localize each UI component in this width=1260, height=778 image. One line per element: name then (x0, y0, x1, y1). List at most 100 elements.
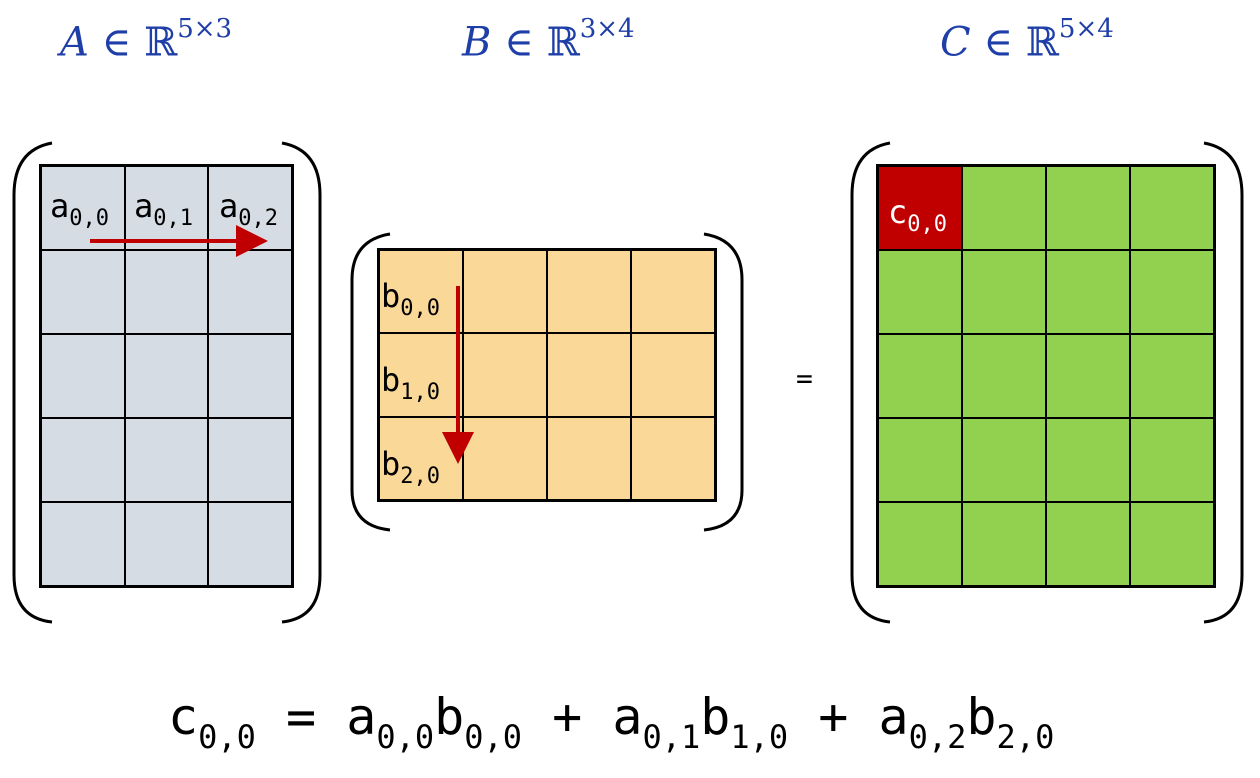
label-a-0-1: a0,1 (134, 187, 193, 230)
term-1-a-base: a (346, 688, 377, 746)
matrix-b-cell-0-1 (463, 250, 547, 334)
matrix-a-cell-1-0 (41, 250, 125, 334)
equals-sign: = (796, 362, 813, 395)
matrix-c-title: C ∈ ℝ5×4 (940, 14, 1114, 66)
matrix-b-cell-0-3 (631, 250, 715, 334)
label-b-2-0-sub: 2,0 (400, 464, 441, 489)
matrix-a-cell-3-0 (41, 418, 125, 502)
matrix-c-cell-3-0 (878, 418, 962, 502)
matrix-b-name: B (462, 19, 492, 66)
matrix-c-cell-0-3 (1130, 166, 1214, 250)
matrix-c-cell-0-2 (1046, 166, 1130, 250)
label-b-1-0: b1,0 (381, 361, 440, 404)
matrix-b-cell-1-0 (379, 333, 463, 417)
term-2-a-sub: 0,1 (642, 718, 701, 756)
matrix-b-right-bracket (703, 232, 744, 532)
term-2-b-base: b (700, 688, 731, 746)
matrix-b-cell-0-2 (547, 250, 631, 334)
matrix-a-cell-4-0 (41, 502, 125, 586)
formula-term-1: a0,0b0,0 (346, 688, 522, 756)
label-b-0-0-sub: 0,0 (400, 296, 441, 321)
matrix-b-field: ℝ (546, 19, 580, 66)
matrix-a-field: ℝ (143, 19, 178, 66)
formula-lhs-sub: 0,0 (198, 718, 256, 756)
matrix-a-cell-3-2 (208, 418, 292, 502)
term-3-a-base: a (878, 688, 909, 746)
matrix-a-cell-1-1 (124, 250, 209, 334)
term-3-a-sub: 0,2 (908, 718, 967, 756)
matrix-b-title: B ∈ ℝ3×4 (462, 14, 635, 66)
label-a-0-1-base: a (134, 187, 154, 225)
matrix-a-cell-2-0 (41, 334, 125, 418)
matrix-b-cell-2-1 (463, 416, 547, 500)
matrix-a-title: A ∈ ℝ5×3 (60, 14, 232, 66)
matrix-c-name: C (940, 19, 971, 66)
matrix-b-dims: 3×4 (579, 14, 635, 44)
label-a-0-2-sub: 0,2 (238, 206, 279, 231)
matrix-c-grid (876, 164, 1216, 588)
matrix-a-left-bracket (12, 141, 53, 624)
matrix-a-cell-2-2 (208, 334, 292, 418)
matrix-c-cell-4-3 (1130, 502, 1214, 586)
matrix-a-cell-0-0 (41, 166, 125, 250)
matrix-a-grid (39, 164, 294, 588)
formula-term-3: a0,2b2,0 (878, 688, 1055, 756)
label-a-0-1-sub: 0,1 (153, 206, 194, 231)
matrix-c-cell-3-3 (1130, 418, 1214, 502)
formula-plus-2: + (818, 688, 849, 746)
matrix-a-cell-4-2 (208, 502, 292, 586)
matrix-c-right-bracket (1203, 141, 1244, 624)
label-c-0-0-base: c (888, 193, 908, 231)
matrix-a-name: A (60, 19, 89, 66)
matrix-c-left-bracket (850, 141, 891, 624)
matrix-b-cell-1-2 (547, 333, 631, 417)
formula-lhs: c0,0 (168, 688, 256, 756)
label-a-0-0: a0,0 (50, 190, 109, 230)
matrix-a-cell-4-1 (124, 502, 209, 586)
term-1-b-sub: 0,0 (464, 718, 523, 756)
matrix-b-cell-0-0 (379, 250, 463, 334)
label-c-0-0-sub: 0,0 (907, 212, 948, 237)
matrix-b-cell-1-1 (463, 333, 547, 417)
matrix-c-cell-2-0 (878, 334, 962, 418)
matrix-c-cell-4-1 (962, 502, 1046, 586)
matrix-c-cell-4-0 (878, 502, 962, 586)
formula-term-2: a0,1b1,0 (612, 688, 788, 756)
term-3-b-sub: 2,0 (996, 718, 1055, 756)
term-1-a-sub: 0,0 (376, 718, 435, 756)
label-b-0-0: b0,0 (381, 277, 440, 320)
formula-plus-1: + (552, 688, 583, 746)
matrix-a-cell-3-1 (124, 418, 209, 502)
matrix-c-cell-1-3 (1130, 250, 1214, 334)
label-b-1-0-base: b (381, 361, 401, 399)
term-2-a-base: a (612, 688, 643, 746)
matrix-a-right-bracket (281, 141, 322, 624)
matrix-c-cell-1-1 (962, 250, 1046, 334)
formula: c0,0 = a0,0b0,0 + a0,1b1,0 + a0,2b2,0 (168, 688, 1055, 756)
matrix-c-cell-2-1 (962, 334, 1046, 418)
formula-lhs-base: c (168, 688, 199, 746)
label-b-2-0: b2,0 (381, 445, 440, 488)
matrix-c-cell-4-2 (1046, 502, 1130, 586)
matrix-b-cell-1-3 (631, 333, 715, 417)
matrix-c-dims: 5×4 (1058, 14, 1114, 44)
matrix-c-cell-0-1 (962, 166, 1046, 250)
label-c-0-0: c0,0 (888, 193, 947, 236)
term-3-b-base: b (966, 688, 997, 746)
label-b-0-0-base: b (381, 277, 401, 315)
label-a-0-2-base: a (219, 187, 239, 225)
matrix-b-cell-2-3 (631, 416, 715, 500)
matrix-c-cell-1-2 (1046, 250, 1130, 334)
matrix-a-in: ∈ (101, 19, 132, 66)
matrix-c-cell-2-2 (1046, 334, 1130, 418)
matrix-b-cell-2-2 (547, 416, 631, 500)
formula-eq: = (286, 688, 317, 746)
label-a-0-2: a0,2 (219, 187, 278, 230)
matrix-c-in: ∈ (983, 19, 1013, 66)
matrix-a-dims: 5×3 (177, 14, 233, 44)
label-a-0-0-sub: 0,0 (69, 206, 110, 231)
label-b-2-0-base: b (381, 445, 401, 483)
term-1-b-base: b (434, 688, 465, 746)
matrix-c-cell-3-1 (962, 418, 1046, 502)
